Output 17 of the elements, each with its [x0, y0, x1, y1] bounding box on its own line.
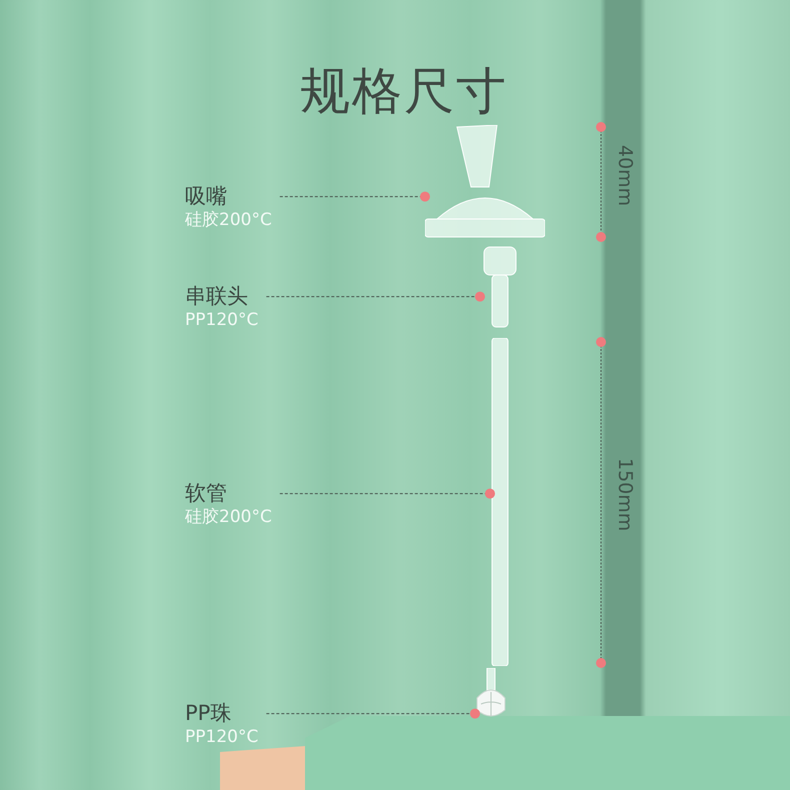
- leader-line: [279, 488, 495, 499]
- title: 规格尺寸: [300, 61, 508, 122]
- dimension-label: 150mm: [614, 458, 636, 532]
- part-name: 吸嘴: [185, 184, 228, 210]
- material-spec: PP120°C: [185, 309, 258, 332]
- leader-line: [266, 292, 485, 302]
- part-name: 串联头: [185, 284, 249, 310]
- material-spec: PP120°C: [185, 726, 258, 750]
- dimension-label: 40mm: [614, 145, 636, 206]
- part-name: PP珠: [185, 701, 232, 726]
- leader-line: [279, 192, 430, 202]
- material-spec: 硅胶200°C: [185, 209, 272, 232]
- material-spec: 硅胶200°C: [185, 506, 272, 530]
- mouthpiece-drawing: [425, 125, 545, 240]
- part-name: 软管: [185, 481, 228, 506]
- leader-line: [266, 708, 480, 719]
- tube-drawing: [490, 338, 510, 666]
